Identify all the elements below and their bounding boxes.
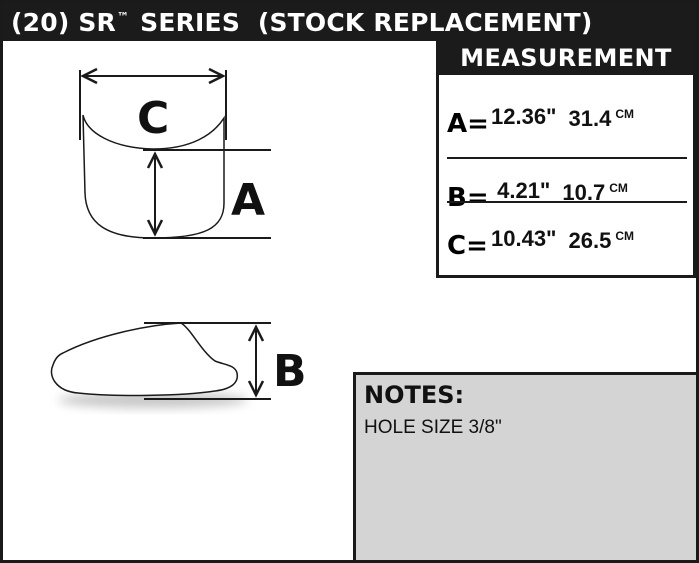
dim-b-arrow-bottom xyxy=(247,380,265,398)
dim-c-label: C xyxy=(137,93,169,144)
front-view-shape xyxy=(82,114,225,239)
front-view: C A xyxy=(79,67,271,239)
measurement-cm-unit: CM xyxy=(609,180,628,195)
measurement-cm-unit: CM xyxy=(615,106,634,121)
measurement-cm-value: 26.5 xyxy=(568,228,612,253)
title-bar: (20) SR™ SERIES (STOCK REPLACEMENT) xyxy=(3,3,696,41)
measurement-letter: C= xyxy=(447,231,488,261)
title-prefix: (20) SR xyxy=(11,7,117,37)
dim-b-arrow-top xyxy=(247,324,265,342)
measurement-header: MEASUREMENT xyxy=(439,41,693,75)
dim-a-arrow-bottom xyxy=(146,219,164,237)
measurement-cm-unit: CM xyxy=(615,228,634,243)
measurement-inches: 10.43" xyxy=(491,226,557,251)
dim-c-arrow-right xyxy=(208,67,226,85)
dim-a-arrow-top xyxy=(146,151,164,169)
notes-title: NOTES: xyxy=(364,381,465,409)
notes-panel: NOTES: HOLE SIZE 3/8" xyxy=(353,372,696,560)
measurement-divider xyxy=(447,157,687,159)
measurement-inches: 12.36" xyxy=(491,104,557,129)
windshield-diagram: C A B xyxy=(50,67,307,408)
side-view: B xyxy=(50,322,307,408)
page-title: (20) SR™ SERIES (STOCK REPLACEMENT) xyxy=(3,10,593,35)
side-view-shape xyxy=(50,322,239,397)
dim-a-label: A xyxy=(231,175,265,226)
measurement-cm-value: 31.4 xyxy=(568,106,612,131)
notes-body: HOLE SIZE 3/8" xyxy=(364,417,502,438)
measurement-cm-value: 10.7 xyxy=(562,180,606,205)
measurement-divider xyxy=(447,201,687,203)
dim-c-arrow-left xyxy=(80,67,98,85)
dim-b-label: B xyxy=(273,346,307,397)
measurement-letter: A= xyxy=(447,109,489,139)
title-suffix: SERIES (STOCK REPLACEMENT) xyxy=(131,7,593,37)
trademark-symbol: ™ xyxy=(117,10,130,25)
measurement-inches: 4.21" xyxy=(491,178,551,203)
measurement-letter: B= xyxy=(447,183,489,213)
measurement-title: MEASUREMENT xyxy=(460,44,672,72)
